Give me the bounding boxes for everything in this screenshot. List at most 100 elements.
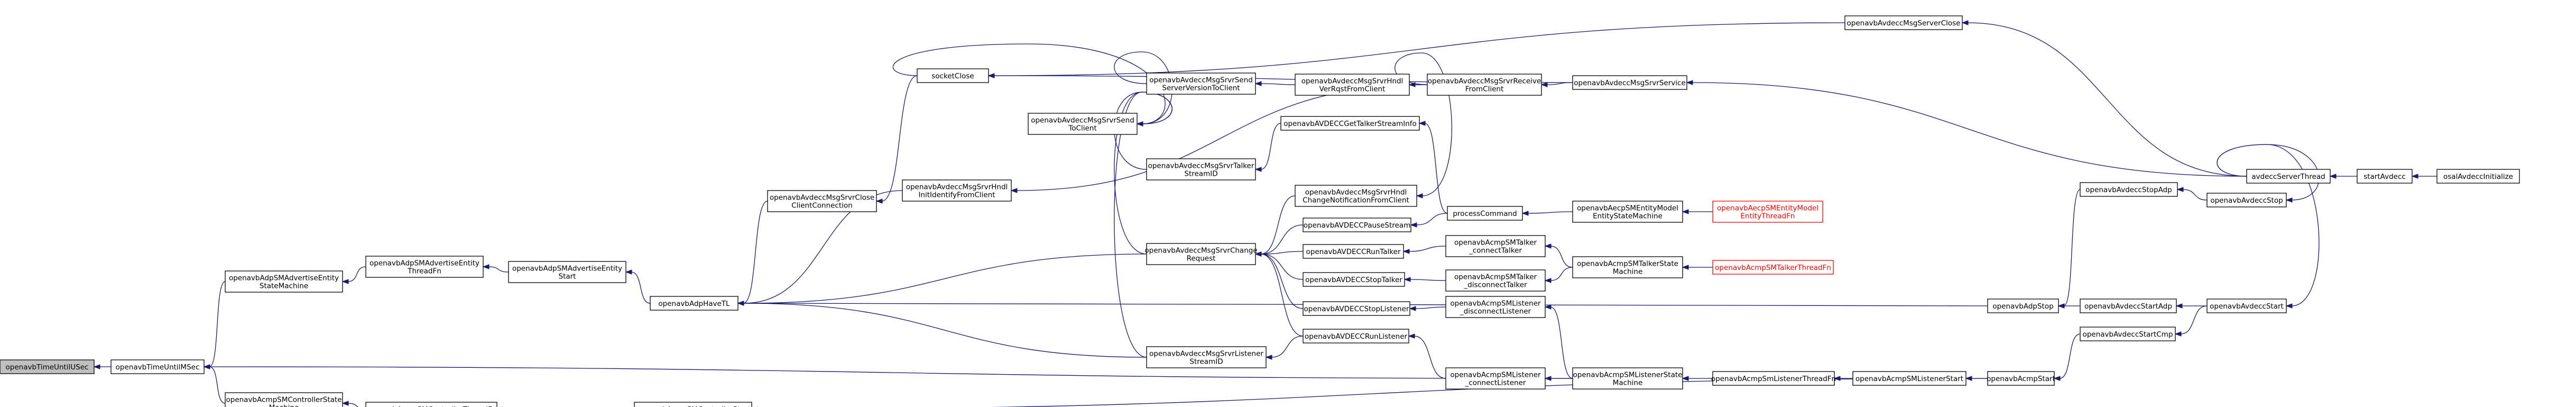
node-openavb-avdecc-stop-adp[interactable]: openavbAvdeccStopAdp [2080,182,2178,197]
node-label: EntityStateMachine [1593,212,1663,221]
node-openavb-avdecc-stop[interactable]: openavbAvdeccStop [2206,193,2287,207]
node-openavb-avdecc-msg-srvr-hndl-change-notification-from-client[interactable]: openavbAvdeccMsgSrvrHndlChangeNotificati… [1295,185,1417,207]
edge-openavb-acmp-start-to-openavb-acmp-smlistener-start [1965,376,1988,381]
node-openavb-acmp-smcontroller-start[interactable]: openavbAcmpSMControllerStart [634,402,752,407]
node-box [1295,74,1410,96]
node-openavb-avdeccrun-talker[interactable]: openavbAVDECCRunTalker [1303,244,1404,259]
node-label: openavbAcmpSMTalker [1454,239,1537,247]
node-openavb-avdeccstop-talker[interactable]: openavbAVDECCStopTalker [1303,272,1405,287]
edge-openavb-acmp-sm-listener-thread-fn-to-openavb-acmp-smlistener-state-machine [1682,376,1713,381]
node-box [1987,299,2059,313]
edge-openavb-avdecc-msg-srvr-hndl-ver-rqst-from-client-to-openavb-avdecc-msg-srvr-send-server-version-to-client [1254,81,1296,86]
node-box [1028,113,1138,135]
node-box [1427,74,1542,96]
edge-openavb-avdeccstop-talker-to-openavb-avdecc-msg-srvr-change-request [1254,251,1304,280]
node-osal-avdecc-initialize[interactable]: osalAvdeccInitialize [2436,169,2520,184]
node-process-command[interactable]: processCommand [1447,206,1523,221]
node-openavb-avdecc-msg-srvr-hndl-ver-rqst-from-client[interactable]: openavbAvdeccMsgSrvrHndlVerRqstFromClien… [1295,74,1410,96]
node-label: openavbAdpSMAdvertiseEntity [229,274,339,283]
node-openavb-avdecc-start-adp[interactable]: openavbAvdeccStartAdp [2080,299,2177,313]
node-openavb-avdecc-start[interactable]: openavbAvdeccStart [2206,299,2287,313]
edge-openavb-avdeccrun-listener-to-openavb-avdecc-msg-srvr-listener-stream-id [1265,336,1304,360]
node-box [1303,301,1410,316]
edge-openavb-avdeccrun-listener-to-openavb-avdecc-msg-srvr-change-request [1254,251,1304,337]
node-box [1712,371,1835,386]
node-label: Machine [1613,379,1643,387]
node-openavb-avdeccstop-listener[interactable]: openavbAVDECCStopListener [1303,301,1410,316]
edge-openavb-acmp-smtalker-connect-talker-to-openavb-avdeccrun-talker [1402,246,1446,254]
edge-process-command-to-openavb-avdeccpause-stream [1410,213,1448,228]
node-openavb-time-until-usec[interactable]: openavbTimeUntilUSec [0,359,95,374]
node-label: StreamID [1189,358,1223,366]
node-openavb-avdecc-msg-srvr-hndl-init-identify-from-client[interactable]: openavbAvdeccMsgSrvrHndlInitIdentifyFrom… [902,179,1012,202]
node-label: openavbAdpStop [1992,302,2053,311]
node-label: openavbAdpSMAdvertiseEntity [370,259,479,268]
node-label: openavbAcmpSMListenerState [1573,371,1683,379]
node-openavb-acmp-smtalker-thread-fn[interactable]: openavbAcmpSMTalkerThreadFn [1712,260,1834,275]
node-start-avdecc[interactable]: startAvdecc [2357,169,2413,184]
node-openavb-avdecc-msg-server-close[interactable]: openavbAvdeccMsgServerClose [1844,15,1963,30]
node-label: openavbTimeUntilUSec [6,363,89,372]
node-label: openavbAvdeccMsgSrvrClose [770,194,874,202]
node-openavb-acmp-smtalker-disconnect-talker[interactable]: openavbAcmpSMTalker_disconnectTalker [1445,269,1546,292]
node-openavb-avdecc-msg-srvr-send-server-version-to-client[interactable]: openavbAvdeccMsgSrvrSendServerVersionToC… [1146,73,1256,95]
node-openavb-avdecc-msg-srvr-close-client-connection[interactable]: openavbAvdeccMsgSrvrCloseClientConnectio… [767,190,877,212]
node-label: openavbAvdeccMsgSrvrSend [1031,116,1134,125]
edge-openavb-avdecc-msg-srvr-change-request-to-openavb-adp-have-tl [737,254,1147,306]
node-openavb-acmp-smlistener-start[interactable]: openavbAcmpSMListenerStart [1852,371,1966,386]
edge-openavb-adp-smadvertise-entity-thread-fn-to-openavb-adp-smadvertise-entity-state-machine [341,266,366,284]
node-label: processCommand [1453,210,1517,218]
node-label: openavbAdpSMAdvertiseEntity [512,265,622,273]
edge-openavb-avdecc-start-to-openavb-avdecc-start-cmp [2174,305,2208,337]
node-box [1572,201,1683,223]
node-openavb-adp-have-tl[interactable]: openavbAdpHaveTL [650,296,738,311]
node-box [225,270,343,293]
edge-openavb-acmp-smlistener-connect-listener-to-openavb-avdeccrun-listener [1408,333,1446,379]
node-avdecc-server-thread[interactable]: avdeccServerThread [2246,169,2331,184]
node-label: openavbAVDECCRunTalker [1306,248,1400,256]
node-box [1303,244,1404,259]
node-label: osalAvdeccInitialize [2443,173,2513,181]
node-label: openavbAecpSMEntityModel [1577,204,1678,213]
node-openavb-avdecc-msg-srvr-service[interactable]: openavbAvdeccMsgSrvrService [1572,75,1687,90]
node-openavb-acmp-sm-listener-thread-fn[interactable]: openavbAcmpSmListenerThreadFn [1711,371,1836,386]
node-label: openavbAcmpSMTalkerState [1577,260,1678,268]
node-box [1295,185,1417,207]
node-openavb-avdecc-start-cmp[interactable]: openavbAvdeccStartCmp [2080,327,2176,341]
node-openavb-acmp-start[interactable]: openavbAcmpStart [1987,371,2055,386]
node-openavb-acmp-smlistener-connect-listener[interactable]: openavbAcmpSMListener_connectListener [1445,367,1546,390]
node-socket-close[interactable]: socketClose [917,68,989,83]
node-box [1712,260,1834,275]
node-label: openavbTimeUntilMSec [116,363,200,372]
node-openavb-avdeccrun-listener[interactable]: openavbAVDECCRunListener [1303,329,1409,343]
node-openavb-acmp-smcontroller-state-machine[interactable]: openavbAcmpSMControllerStateMachine [225,392,343,407]
node-label: openavbAvdeccMsgSrvrSend [1149,76,1253,85]
node-openavb-aecp-smentity-model-entity-state-machine[interactable]: openavbAecpSMEntityModelEntityStateMachi… [1572,201,1683,223]
node-openavb-adp-stop[interactable]: openavbAdpStop [1987,299,2059,313]
node-openavb-acmp-smlistener-disconnect-listener[interactable]: openavbAcmpSMListener_disconnectListener [1445,296,1546,318]
node-label: Machine [269,404,299,407]
node-openavb-acmp-smcontroller-thread-fn[interactable]: openavbAcmpSMControllerThreadFn [365,402,497,407]
node-box [2357,169,2413,184]
node-label: FromClient [1465,85,1504,94]
node-label: openavbAvdeccStopAdp [2085,186,2172,194]
node-label: openavbAvdeccStartAdp [2084,302,2172,311]
node-label: openavbAecpSMEntityModel [1717,204,1818,213]
node-openavb-acmp-smtalker-connect-talker[interactable]: openavbAcmpSMTalker_connectTalker [1445,235,1546,257]
node-label: StateMachine [260,282,308,291]
node-openavb-avdeccget-talker-stream-info[interactable]: openavbAVDECCGetTalkerStreamInfo [1280,116,1420,131]
node-openavb-time-until-msec[interactable]: openavbTimeUntilMSec [110,359,205,374]
node-openavb-avdeccpause-stream[interactable]: openavbAVDECCPauseStream [1303,218,1411,232]
edge-openavb-avdeccstop-listener-to-openavb-avdecc-msg-srvr-change-request [1254,251,1304,309]
